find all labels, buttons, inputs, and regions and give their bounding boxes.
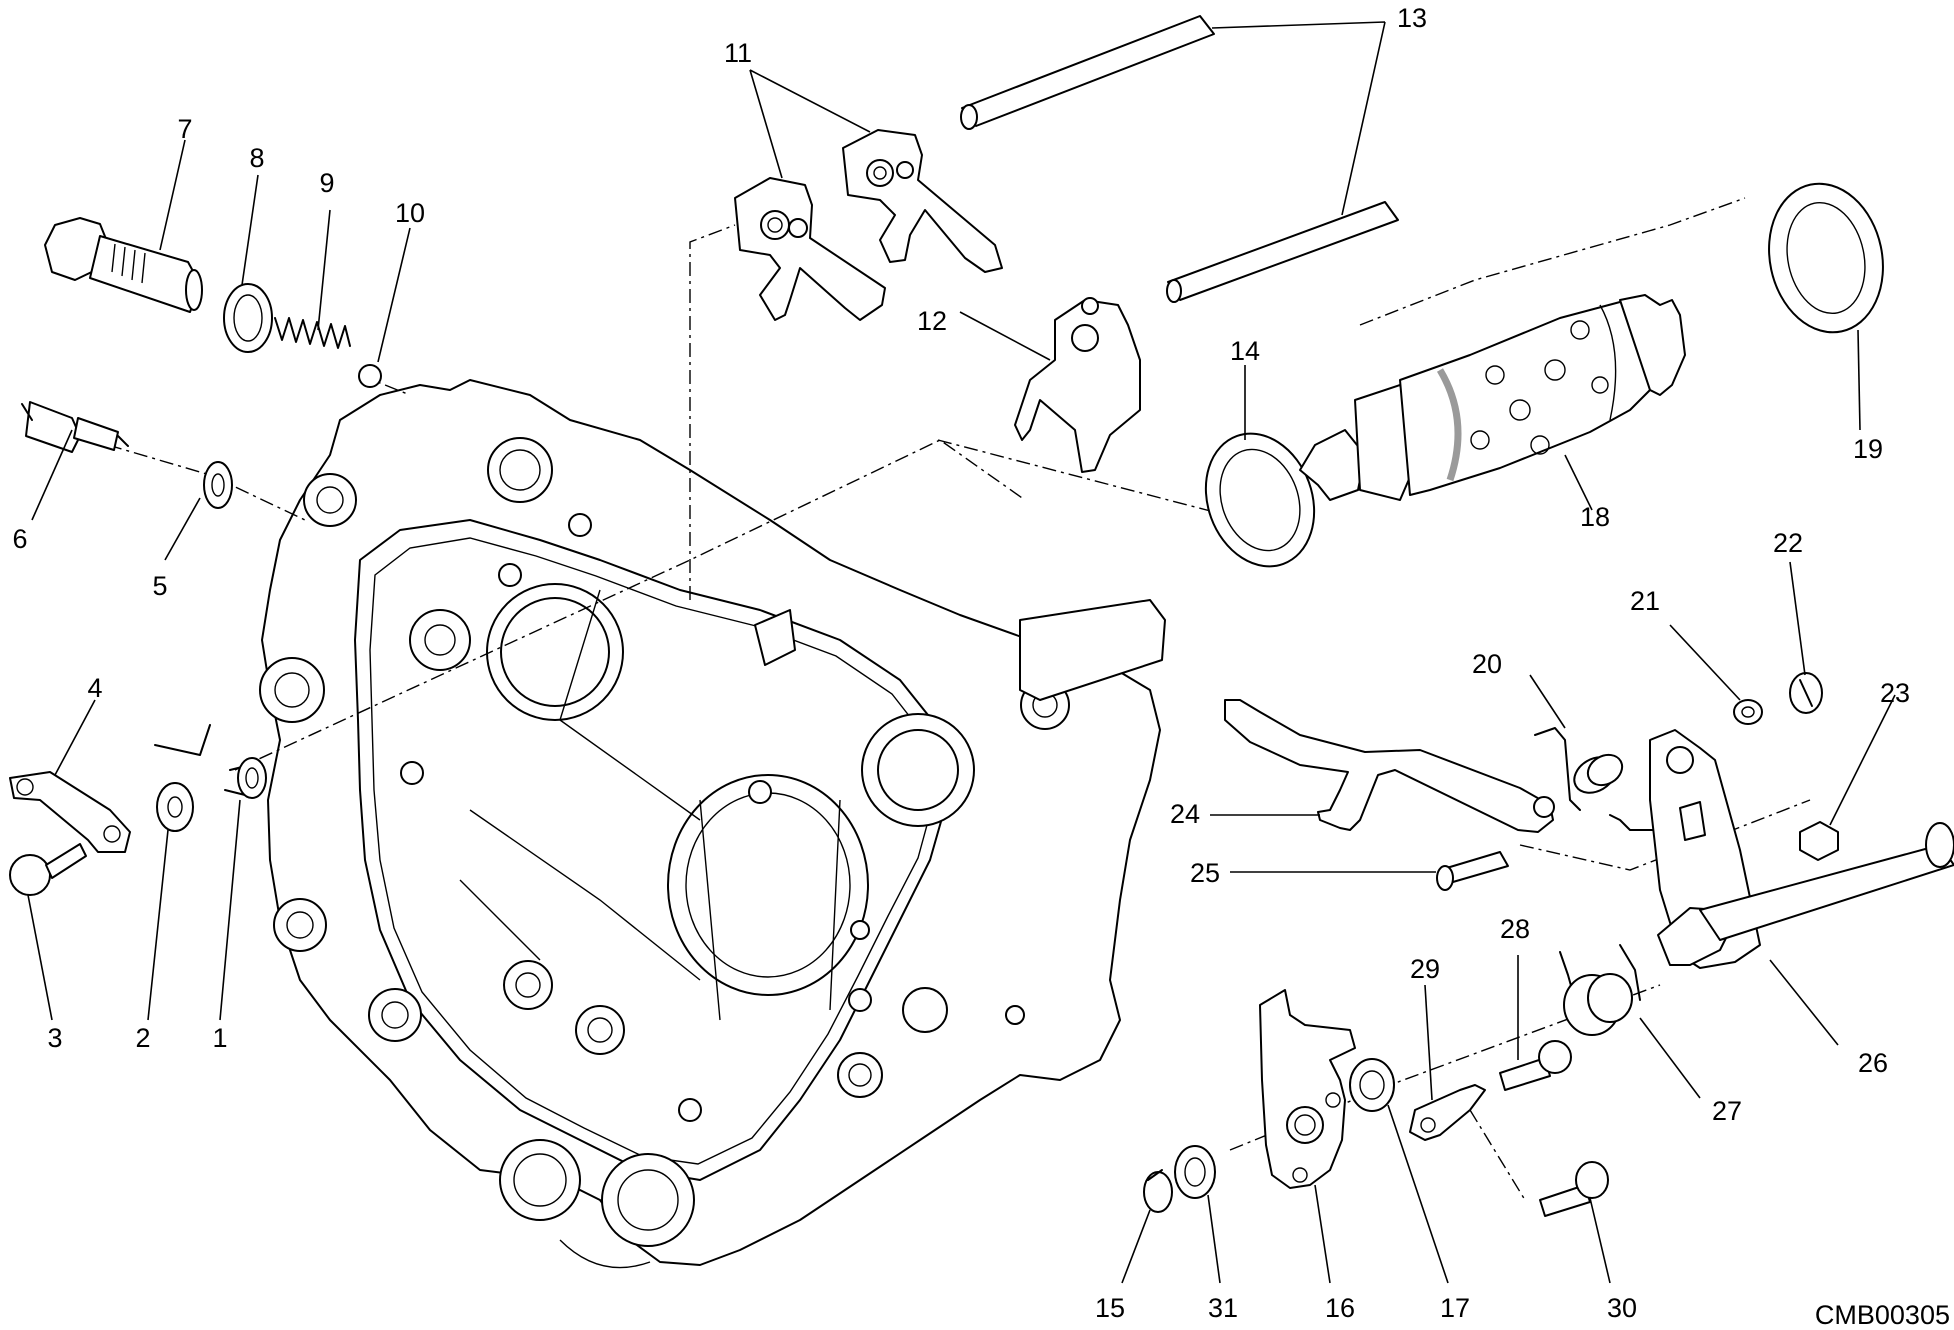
part-3-screw (9, 843, 87, 896)
callout-31: 31 (1208, 1293, 1238, 1323)
callout-23: 23 (1880, 678, 1910, 708)
callout-17: 17 (1440, 1293, 1470, 1323)
callout-5: 5 (152, 571, 167, 601)
part-25-pin (1436, 851, 1509, 891)
callout-11: 11 (724, 38, 752, 68)
part-29-plate (1409, 1084, 1486, 1141)
part-7-screw-plug (44, 217, 203, 313)
callout-26: 26 (1858, 1048, 1888, 1078)
part-16-plate (1259, 989, 1356, 1189)
part-28-screw (1499, 1040, 1572, 1091)
callout-28: 28 (1500, 914, 1530, 944)
crankcase-half (259, 379, 1166, 1269)
callout-22: 22 (1773, 528, 1803, 558)
callout-15: 15 (1095, 1293, 1125, 1323)
callout-12: 12 (917, 306, 947, 336)
part-17-washer (1349, 1058, 1395, 1112)
callout-27: 27 (1712, 1096, 1742, 1126)
part-18-selector-drum (1299, 294, 1686, 501)
callout-6: 6 (12, 524, 27, 554)
part-13-fork-shaft-upper (960, 15, 1215, 130)
part-24-plate (1224, 699, 1555, 833)
part-9-spring (274, 317, 351, 349)
part-8-seal (223, 283, 273, 353)
callout-2: 2 (135, 1023, 150, 1053)
callout-1: 1 (212, 1023, 227, 1053)
part-12-shift-fork-c (1014, 297, 1141, 473)
callout-25: 25 (1190, 858, 1220, 888)
callout-21: 21 (1630, 586, 1660, 616)
part-20-spring (1534, 727, 1666, 831)
part-2-washer (156, 782, 194, 832)
drawing-code: CMB00305 (1815, 1300, 1950, 1330)
callout-10: 10 (395, 198, 425, 228)
part-22-circlip (1789, 672, 1823, 714)
callout-4: 4 (87, 673, 102, 703)
callout-14: 14 (1230, 336, 1260, 366)
part-15-circlip (1143, 1169, 1173, 1213)
leader-lines (27, 21, 1896, 1284)
callout-24: 24 (1170, 799, 1200, 829)
callout-13: 13 (1397, 3, 1427, 33)
callout-8: 8 (249, 143, 264, 173)
part-4-bracket (9, 771, 131, 853)
callout-9: 9 (319, 168, 334, 198)
part-27-spring (1559, 944, 1641, 1036)
part-14-shim (1204, 432, 1316, 568)
part-19-bearing (1768, 182, 1884, 334)
callout-16: 16 (1325, 1293, 1355, 1323)
part-5-washer (203, 461, 233, 509)
part-6-sensor (21, 401, 129, 453)
part-21-washer (1733, 699, 1763, 725)
part-11-shift-fork-b (842, 129, 1003, 273)
part-13-fork-shaft-lower (1166, 201, 1399, 303)
callout-30: 30 (1607, 1293, 1637, 1323)
part-26-shift-shaft (1649, 729, 1954, 969)
part-1-spring (154, 724, 267, 799)
callouts: 1 2 3 4 5 6 7 8 9 10 11 12 13 14 15 16 1… (12, 3, 1910, 1323)
part-10-ball (358, 364, 382, 388)
part-30-screw (1539, 1161, 1609, 1217)
part-23-nut (1799, 821, 1839, 861)
callout-7: 7 (177, 114, 192, 144)
callout-20: 20 (1472, 649, 1502, 679)
callout-18: 18 (1580, 502, 1610, 532)
callout-3: 3 (47, 1023, 62, 1053)
callout-29: 29 (1410, 954, 1440, 984)
part-31-washer (1174, 1145, 1216, 1199)
part-11-shift-fork-a (734, 177, 886, 321)
callout-19: 19 (1853, 434, 1883, 464)
